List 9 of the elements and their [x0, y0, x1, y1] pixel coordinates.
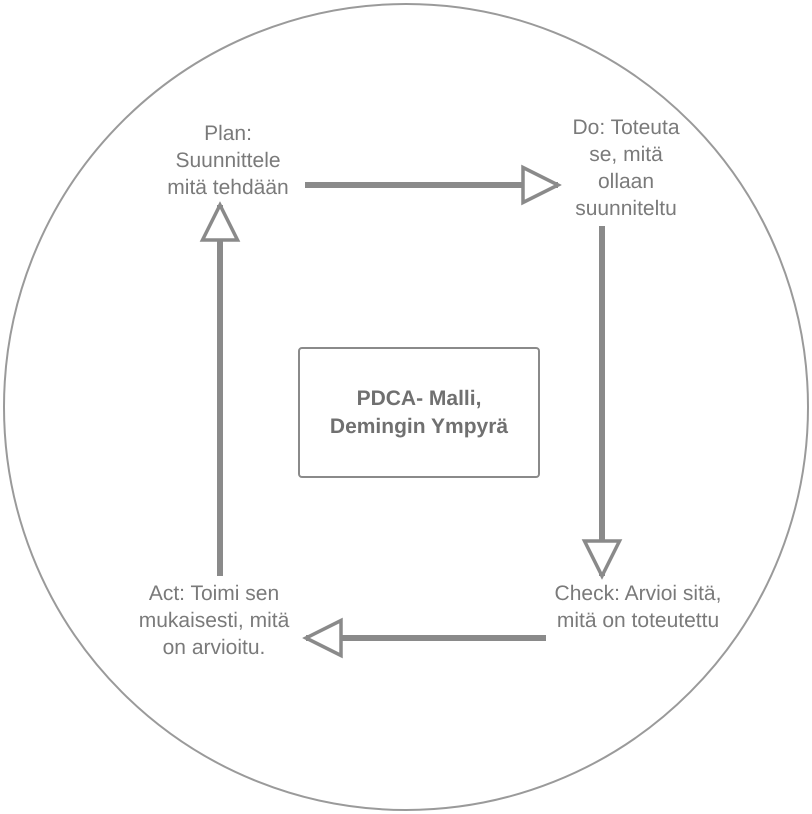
- step-text: Do: Toteuta se, mitä ollaan suunniteltu: [562, 114, 690, 222]
- arrow: [200, 203, 240, 576]
- arrow: [582, 226, 622, 578]
- arrow: [304, 618, 546, 658]
- step-text: Act: Toimi sen mukaisesti, mitä on arvioitu.: [126, 580, 302, 661]
- arrow: [305, 166, 560, 204]
- step-text: Check: Arvioi sitä, mitä on toteutettu: [550, 580, 726, 634]
- title-box: PDCA- Malli, Demingin Ympyrä: [298, 347, 540, 478]
- step-text: Plan: Suunnittele mitä tehdään: [155, 120, 301, 201]
